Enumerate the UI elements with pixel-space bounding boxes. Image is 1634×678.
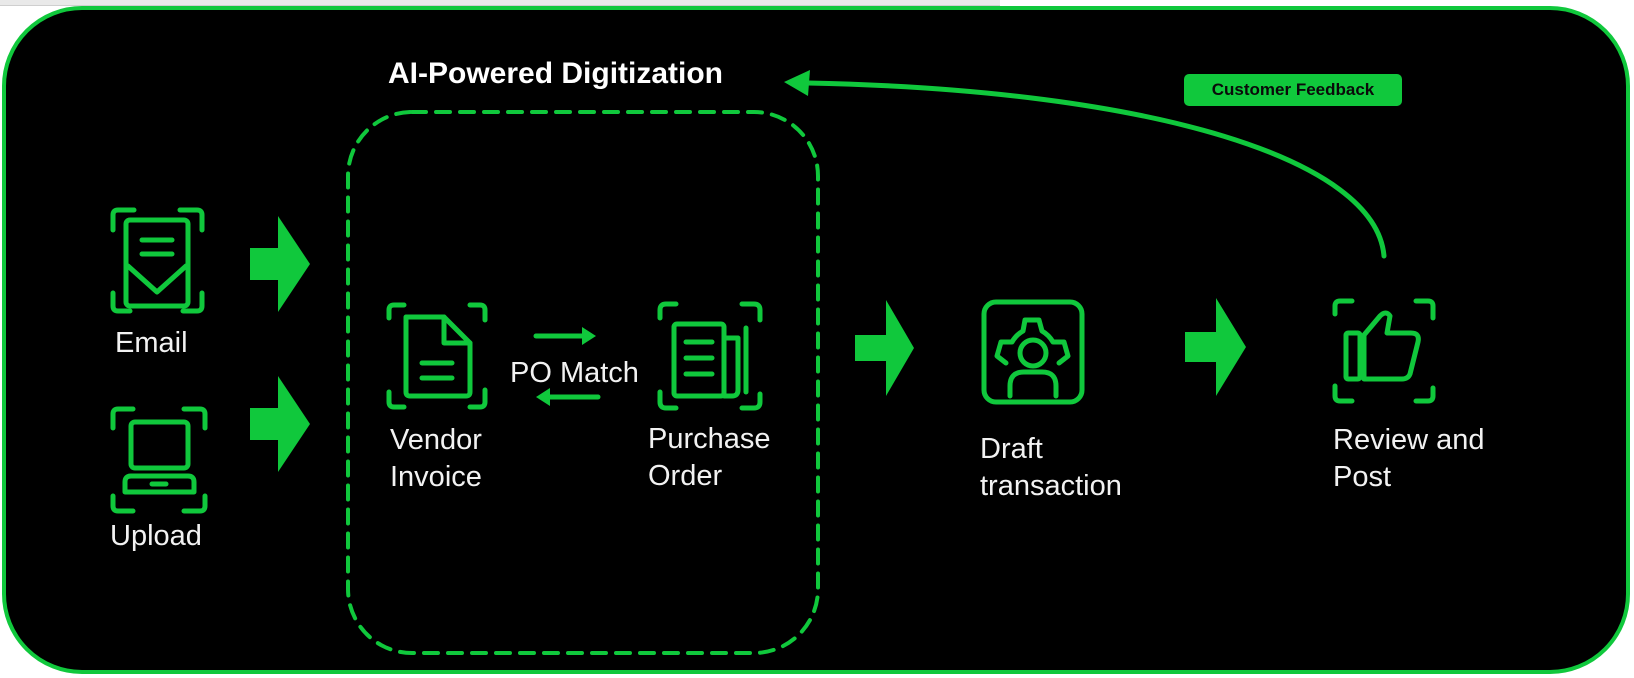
thumbs-up-icon (1332, 298, 1436, 404)
po-match-arrowhead-left (536, 388, 550, 406)
upload-flow-arrow (250, 376, 310, 472)
to-draft-flow-arrow (855, 300, 914, 396)
ai-digitization-group-box (346, 110, 820, 655)
draft-transaction-label-line1: Draft (980, 433, 1043, 465)
review-post-label-line2: Post (1333, 461, 1392, 493)
feedback-arrowhead (784, 70, 810, 96)
feedback-curve-arrow (805, 80, 1387, 259)
newspaper-icon (657, 301, 763, 411)
po-match-label: PO Match (510, 357, 639, 389)
upload-label: Upload (110, 520, 202, 552)
gear-person-icon (981, 299, 1085, 405)
to-review-flow-arrow (1185, 298, 1246, 396)
draft-transaction-label-line2: transaction (980, 470, 1122, 502)
diagram-title: AI-Powered Digitization (388, 57, 724, 90)
document-icon (386, 302, 488, 410)
upload-laptop-icon (110, 406, 208, 514)
review-post-label-line1: Review and (1333, 424, 1485, 456)
email-icon (110, 207, 205, 314)
diagram-frame: AI-Powered Digitization Customer Feedbac… (2, 6, 1630, 674)
email-label: Email (115, 327, 188, 359)
email-flow-arrow (250, 216, 310, 312)
diagram-canvas (110, 70, 1436, 655)
purchase-order-label-line1: Purchase (648, 423, 771, 455)
po-match-arrowhead-right (582, 327, 596, 345)
customer-feedback-badge: Customer Feedback (1184, 74, 1402, 106)
vendor-invoice-label-line2: Invoice (390, 461, 482, 493)
vendor-invoice-label-line1: Vendor (390, 424, 482, 456)
purchase-order-label-line2: Order (648, 460, 723, 492)
window-top-strip (0, 0, 1000, 6)
